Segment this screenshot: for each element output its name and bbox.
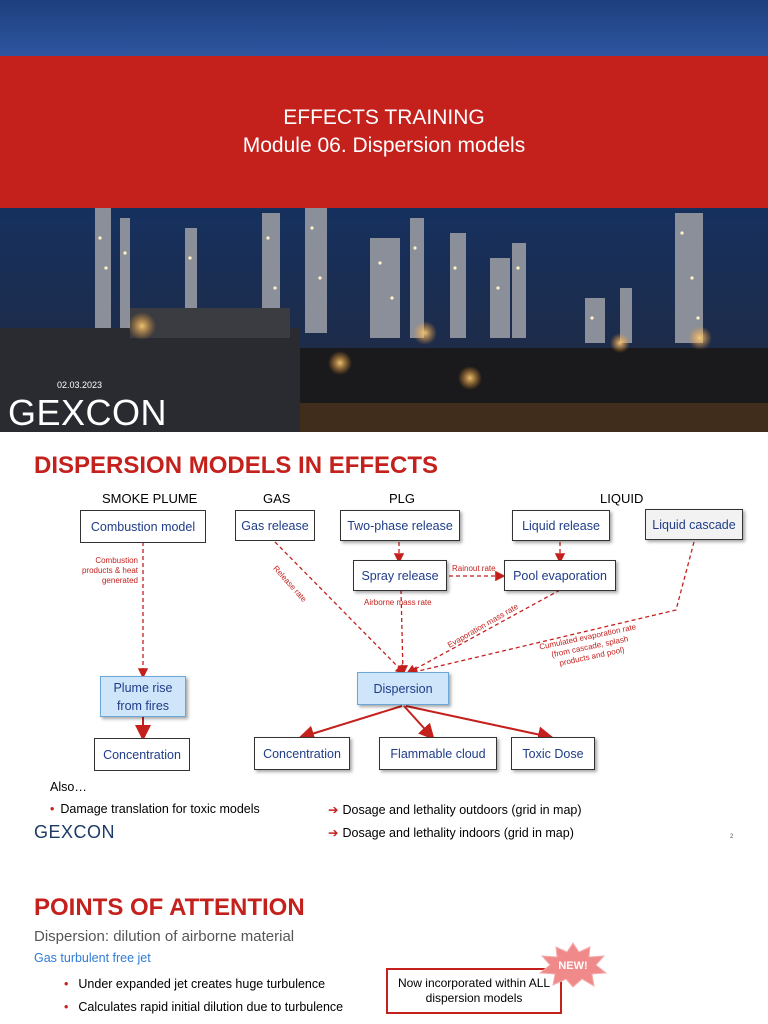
cover-date: 02.03.2023 <box>57 380 103 390</box>
sky-strip <box>0 0 768 56</box>
cover-title-line2: Module 06. Dispersion models <box>242 134 526 157</box>
airborne-mass-rate-label: Airborne mass rate <box>364 598 432 607</box>
liquid-cascade-box: Liquid cascade <box>645 509 743 540</box>
two-phase-release-box: Two-phase release <box>340 510 460 541</box>
page-number: 2 <box>730 834 734 840</box>
column-heading-liquid: LIQUID <box>600 491 644 506</box>
column-heading-gas: GAS <box>263 491 291 506</box>
arrow-item-text: Dosage and lethality indoors (grid in ma… <box>342 826 574 840</box>
bullet-dot-icon: • <box>50 802 55 816</box>
bullet-dot-icon: • <box>64 1000 69 1014</box>
new-badge-icon: NEW! <box>538 942 608 988</box>
bullet-damage-translation: • Damage translation for toxic models <box>50 802 260 816</box>
bullet-text: Under expanded jet creates huge turbulen… <box>78 977 326 991</box>
toxic-dose-box: Toxic Dose <box>511 737 595 770</box>
gas-release-box: Gas release <box>235 510 315 541</box>
slide-subtitle: Dispersion: dilution of airborne materia… <box>34 928 295 945</box>
arrow-item-text: Dosage and lethality outdoors (grid in m… <box>342 803 582 817</box>
bullet-text: Calculates rapid initial dilution due to… <box>78 1000 344 1014</box>
cover-title-line1: EFFECTS TRAINING <box>283 106 485 129</box>
arrow-item-indoors: ➔Dosage and lethality indoors (grid in m… <box>328 825 574 840</box>
slide-title: POINTS OF ATTENTION <box>34 894 305 921</box>
spray-release-box: Spray release <box>353 560 447 591</box>
combustion-edge-label: Combustion products & heat generated <box>81 556 138 585</box>
concentration-dispersion-box: Concentration <box>254 737 350 770</box>
dispersion-models-slide: DISPERSION MODELS IN EFFECTS SMOKE PLUME… <box>0 432 768 864</box>
points-of-attention-slide: POINTS OF ATTENTION Dispersion: dilution… <box>0 864 768 1024</box>
rainout-rate-label: Rainout rate <box>452 564 496 573</box>
gexcon-logo: GEXCON <box>8 392 168 432</box>
liquid-release-box: Liquid release <box>512 510 610 541</box>
also-label: Also… <box>50 780 87 794</box>
bullet-item: • Calculates rapid initial dilution due t… <box>64 1000 343 1014</box>
section-heading: Gas turbulent free jet <box>34 951 151 965</box>
concentration-plume-box: Concentration <box>94 738 190 771</box>
bullet-item: • Under expanded jet creates huge turbule… <box>64 977 325 991</box>
right-arrow-icon: ➔ <box>328 803 339 817</box>
callout-box: Now incorporated within ALL dispersion m… <box>386 968 562 1014</box>
pool-evaporation-box: Pool evaporation <box>504 560 616 591</box>
title-band: EFFECTS TRAINING Module 06. Dispersion m… <box>0 56 768 208</box>
column-heading-plg: PLG <box>389 491 416 506</box>
combustion-model-box: Combustion model <box>80 510 206 543</box>
column-heading-smoke-plume: SMOKE PLUME <box>102 491 198 506</box>
refinery-photo <box>0 208 768 432</box>
slide-title: DISPERSION MODELS IN EFFECTS <box>34 452 439 479</box>
new-badge-text: NEW! <box>558 960 587 972</box>
cover-slide: EFFECTS TRAINING Module 06. Dispersion m… <box>0 0 768 432</box>
gexcon-logo: GEXCON <box>34 822 116 842</box>
dispersion-box: Dispersion <box>357 672 449 705</box>
bullet-dot-icon: • <box>64 977 69 991</box>
right-arrow-icon: ➔ <box>328 826 339 840</box>
flow-arrows <box>135 541 695 743</box>
bullet-text: Damage translation for toxic models <box>60 802 260 816</box>
flammable-cloud-box: Flammable cloud <box>379 737 497 770</box>
arrow-item-outdoors: ➔Dosage and lethality outdoors (grid in … <box>328 802 582 817</box>
plume-rise-box: Plume rise from fires <box>100 676 186 717</box>
